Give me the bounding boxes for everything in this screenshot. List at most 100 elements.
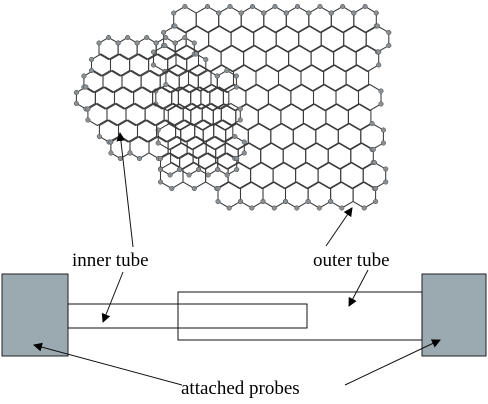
atom-dot <box>182 3 188 10</box>
atom-dot <box>237 117 243 123</box>
hexagon-ring <box>220 102 241 127</box>
atom-dot <box>361 205 367 211</box>
atom-dot <box>383 166 389 172</box>
hexagon-ring <box>182 102 203 127</box>
atom-dot <box>73 89 79 96</box>
atom-dot <box>224 67 230 74</box>
hexagon-ring <box>345 64 370 92</box>
hexagon-ring <box>102 69 123 94</box>
atom-dot <box>169 185 175 192</box>
atom-dot <box>83 84 89 90</box>
atom-dot <box>88 67 95 74</box>
atom-dot <box>157 179 164 185</box>
hexagon-ring <box>159 69 180 94</box>
atom-dot <box>362 3 368 10</box>
atom-dot <box>373 10 379 16</box>
atom-dot <box>144 34 150 41</box>
atom-dot <box>157 155 164 162</box>
atom-dot <box>328 10 334 16</box>
atom-dot <box>249 3 256 10</box>
atom-dot <box>227 3 233 10</box>
atom-dot <box>85 117 91 123</box>
hexagon-ring <box>117 36 138 61</box>
atom-dot <box>167 172 173 178</box>
hexagon-ring <box>167 135 188 160</box>
attached-probes-label: attached probes <box>181 378 300 399</box>
atom-dot <box>316 205 322 211</box>
atom-dot <box>380 140 386 146</box>
atom-dot <box>85 106 91 112</box>
atom-dot <box>283 10 289 16</box>
atom-dot <box>177 166 183 173</box>
atom-dot <box>203 56 209 63</box>
atom-dot <box>380 127 386 133</box>
atom-dot <box>234 166 240 173</box>
atom-dot <box>186 172 192 178</box>
atom-dot <box>163 81 169 88</box>
atom-dot <box>205 172 211 178</box>
inner-nanotube-model <box>73 34 247 178</box>
atom-dot <box>150 62 157 68</box>
arrow-probes-to-right <box>344 339 441 386</box>
hexagon-ring <box>117 119 139 143</box>
atom-dot <box>196 166 202 173</box>
outer-tube-label: outer tube <box>313 250 390 271</box>
arrow-outer-to-schematic <box>348 269 369 307</box>
atom-dot <box>204 3 211 10</box>
hexagon-ring <box>186 53 207 77</box>
atom-dot <box>150 49 157 55</box>
arrow-outer-to-model <box>325 207 353 247</box>
atom-dot <box>383 179 389 185</box>
atom-dot <box>376 62 382 68</box>
atom-dot <box>216 10 222 16</box>
atom-dot <box>371 159 377 166</box>
hexagon-ring <box>144 102 165 127</box>
atom-dot <box>260 198 266 205</box>
atom-dot <box>96 133 102 140</box>
atom-dot <box>232 133 238 140</box>
atom-dot <box>374 23 381 29</box>
atom-dot <box>233 73 239 79</box>
atom-dot <box>233 84 239 90</box>
outer-nanotube-model <box>150 3 392 211</box>
atom-dot <box>340 3 346 10</box>
atom-dot <box>378 101 384 107</box>
atom-dot <box>294 205 300 211</box>
atom-dot <box>163 34 169 41</box>
atom-dot <box>161 29 167 36</box>
atom-dot <box>378 88 384 94</box>
atom-dot <box>108 139 114 145</box>
atom-dot <box>191 40 197 46</box>
atom-dot <box>373 185 379 192</box>
arrow-inner-to-model <box>116 132 134 248</box>
atom-dot <box>136 155 143 162</box>
arrow-inner-to-schematic <box>101 271 124 323</box>
atom-dot <box>317 3 323 10</box>
atom-dot <box>106 34 112 41</box>
atom-dot <box>81 73 87 79</box>
atom-dot <box>249 205 255 211</box>
atom-dot <box>306 10 312 16</box>
atom-dot <box>96 40 102 46</box>
atom-dot <box>241 150 247 156</box>
atom-dot <box>215 166 221 173</box>
hexagon-ring <box>121 69 142 94</box>
atom-dot <box>215 198 221 205</box>
atom-dot <box>234 155 240 162</box>
left-probe <box>1 273 69 357</box>
atom-dot <box>73 100 79 107</box>
atom-dot <box>369 120 375 127</box>
inner-tube-schematic <box>67 303 308 329</box>
atom-dot <box>386 29 392 36</box>
atom-dot <box>386 42 392 49</box>
hexagon-ring <box>90 53 112 77</box>
atom-dot <box>171 10 177 16</box>
atom-dot <box>370 146 376 153</box>
atom-dot <box>224 172 230 178</box>
atom-dot <box>376 49 382 55</box>
atom-dot <box>261 10 267 16</box>
hexagon-ring <box>194 119 215 143</box>
atom-dot <box>115 40 121 46</box>
